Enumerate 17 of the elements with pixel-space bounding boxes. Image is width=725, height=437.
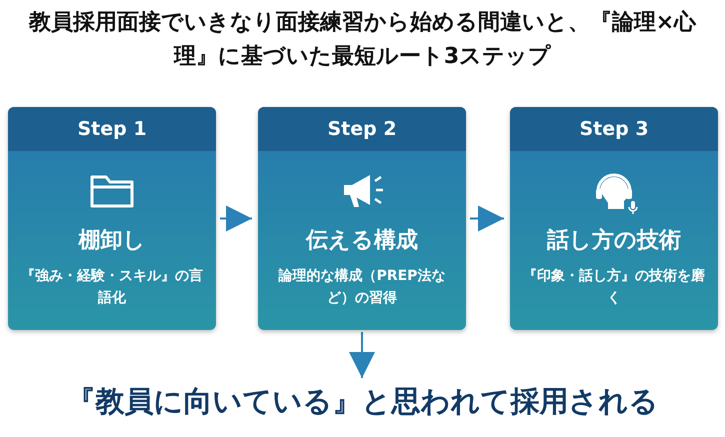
title: 教員採用面接でいきなり面接練習から始める間違いと、『論理×心理』に基づいた最短ルート3ステップ <box>28 8 698 71</box>
step-card <box>8 107 216 330</box>
step-card <box>258 107 466 330</box>
step-header: Step 2 <box>258 107 466 151</box>
arrow <box>349 332 375 378</box>
arrow <box>220 206 252 232</box>
step-header: Step 3 <box>510 107 718 151</box>
step-heading: 棚卸し <box>77 227 146 255</box>
step-description: 『強み・経験・スキル』の言語化 <box>20 266 204 308</box>
step-header: Step 1 <box>8 107 216 151</box>
step-description: 論理的な構成（PREP法など）の習得 <box>277 267 446 308</box>
result-text: 『教員に向いている』と思われて採用される <box>60 382 665 422</box>
step-heading: 伝える構成 <box>304 227 419 255</box>
arrow <box>470 206 504 232</box>
step-heading: 話し方の技術 <box>546 226 682 255</box>
step-card <box>510 107 718 330</box>
step-description: 『印象・話し方』の技術を磨く <box>522 266 706 308</box>
